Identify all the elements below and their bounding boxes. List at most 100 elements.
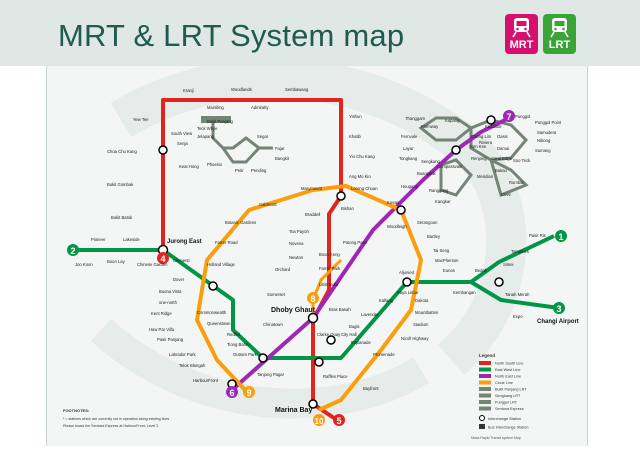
- station-label[interactable]: Bakau: [495, 168, 508, 173]
- station-label[interactable]: South View: [171, 131, 193, 136]
- station-label-jurong-east[interactable]: Jurong East: [167, 239, 202, 245]
- station-label[interactable]: Buona Vista: [159, 289, 182, 294]
- station-label[interactable]: Dakota: [415, 298, 429, 303]
- station-label[interactable]: Tampines: [511, 249, 529, 254]
- station-label[interactable]: Dover: [173, 277, 185, 282]
- station-label[interactable]: Sengkang: [421, 159, 441, 164]
- station-label[interactable]: Clarke Quay: [317, 332, 341, 337]
- station-label[interactable]: Tanah Merah: [505, 292, 530, 297]
- station-label[interactable]: Marymount: [301, 186, 323, 191]
- station-label[interactable]: Kangkar: [435, 199, 451, 204]
- station-label[interactable]: Punggol Point: [535, 120, 562, 125]
- station-label[interactable]: Thanggam: [405, 116, 426, 121]
- interchange-outram-park[interactable]: [258, 353, 268, 363]
- station-label[interactable]: Clementi: [173, 258, 190, 263]
- station-label[interactable]: MacPherson: [435, 258, 459, 263]
- station-label[interactable]: Oasis: [497, 134, 508, 139]
- station-label[interactable]: Joo Koon: [75, 262, 93, 267]
- station-label[interactable]: HarbourFront: [193, 378, 219, 383]
- station-label[interactable]: Redhill: [227, 332, 240, 337]
- station-label[interactable]: Kent Ridge: [151, 311, 172, 316]
- station-label[interactable]: Cove: [501, 192, 511, 197]
- station-label[interactable]: Phoenix: [207, 162, 223, 167]
- station-label[interactable]: Tai Seng: [433, 248, 450, 253]
- interchange-sengkang[interactable]: [451, 145, 461, 155]
- station-label[interactable]: Esplanade: [351, 340, 371, 345]
- station-label[interactable]: Nicoll Highway: [401, 336, 429, 341]
- interchange-choa-chu-kang[interactable]: [158, 145, 168, 155]
- station-label[interactable]: Farrer Road: [215, 240, 238, 245]
- station-label[interactable]: Woodlands: [231, 87, 252, 92]
- station-label[interactable]: Labrador Park: [169, 352, 196, 357]
- station-label[interactable]: Chinese Garden: [137, 262, 168, 267]
- interchange-raffles-place[interactable]: [314, 357, 324, 367]
- station-label[interactable]: Fajar: [275, 146, 285, 151]
- station-label[interactable]: Admiralty: [251, 105, 269, 110]
- station-label[interactable]: Kovan: [387, 200, 400, 205]
- station-label[interactable]: Kadaloor: [485, 124, 502, 129]
- station-label[interactable]: Sumang: [535, 148, 551, 153]
- station-label[interactable]: Eunos: [443, 268, 455, 273]
- station-label[interactable]: Outram Park: [233, 352, 258, 357]
- station-label[interactable]: Yew Tee: [133, 117, 149, 122]
- station-label[interactable]: Yio Chu Kang: [349, 154, 375, 159]
- station-label[interactable]: Keat Hong: [179, 164, 199, 169]
- station-label[interactable]: Botanic Gardens: [225, 220, 256, 225]
- station-label[interactable]: Pasir Panjang: [157, 337, 184, 342]
- station-label[interactable]: Farmway: [421, 124, 439, 129]
- interchange-serangoon[interactable]: [396, 205, 406, 215]
- station-label[interactable]: City Hall: [341, 332, 357, 337]
- station-label[interactable]: Segar: [257, 134, 269, 139]
- station-label[interactable]: Toa Payoh: [289, 229, 309, 234]
- station-label[interactable]: Chinatown: [263, 322, 283, 327]
- station-label[interactable]: Rumbia: [509, 180, 524, 185]
- station-label[interactable]: Tiong Bahru: [227, 342, 250, 347]
- station-label[interactable]: Bugis: [349, 324, 359, 329]
- station-label[interactable]: Holland Village: [207, 262, 236, 267]
- station-label[interactable]: Senja: [177, 141, 188, 146]
- interchange-paya-lebar[interactable]: [402, 277, 412, 287]
- station-label-marina-bay[interactable]: Marina Bay: [275, 407, 312, 414]
- station-label[interactable]: Simei: [503, 262, 514, 267]
- station-label[interactable]: Pioneer: [91, 237, 106, 242]
- station-label[interactable]: Cheng Lim: [471, 134, 492, 139]
- station-label[interactable]: Commonwealth: [197, 310, 227, 315]
- station-label[interactable]: Lorong Chuan: [351, 186, 378, 191]
- station-label[interactable]: Serangoon: [417, 220, 438, 225]
- station-label[interactable]: Marsiling: [207, 105, 224, 110]
- station-label[interactable]: Kembangan: [453, 290, 476, 295]
- station-label[interactable]: Queenstown: [207, 321, 231, 326]
- interchange-punggol[interactable]: [486, 115, 496, 125]
- station-label[interactable]: Ranggung: [429, 188, 449, 193]
- station-label[interactable]: Lakeside: [123, 237, 140, 242]
- station-label[interactable]: Newton: [289, 255, 304, 260]
- station-label[interactable]: Lavender: [361, 312, 379, 317]
- station-label[interactable]: Tongkang: [399, 156, 418, 161]
- station-label[interactable]: Renjong: [471, 156, 487, 161]
- station-label[interactable]: Farrer Park: [319, 266, 341, 271]
- station-label[interactable]: Teck Whye: [197, 126, 218, 131]
- station-label[interactable]: Telok Blangah: [179, 363, 206, 368]
- station-label[interactable]: Pasir Ris: [529, 233, 546, 238]
- station-label[interactable]: Buangkok: [417, 171, 437, 176]
- interchange-bishan[interactable]: [336, 191, 346, 201]
- station-label[interactable]: Somerset: [267, 292, 286, 297]
- station-label[interactable]: Jelapang: [197, 134, 215, 139]
- station-label[interactable]: Hougang: [401, 184, 419, 189]
- station-label[interactable]: Bishan: [341, 206, 354, 211]
- station-label[interactable]: Raffles Place: [323, 374, 348, 379]
- station-label[interactable]: Bukit Panjang: [207, 119, 234, 124]
- station-label[interactable]: Bukit Batok: [111, 215, 133, 220]
- station-label[interactable]: Samudera: [537, 130, 557, 135]
- station-label[interactable]: Punggol: [515, 114, 530, 119]
- interchange-tanah-merah[interactable]: [494, 277, 504, 287]
- station-label[interactable]: Expo: [513, 314, 523, 319]
- station-label[interactable]: Bukit Gombak: [107, 182, 134, 187]
- station-label[interactable]: Kupang: [445, 118, 460, 123]
- station-label[interactable]: Promenade: [373, 352, 395, 357]
- station-label[interactable]: Little India: [319, 282, 339, 287]
- station-label[interactable]: Damai: [497, 146, 509, 151]
- interchange-marina-bay[interactable]: [308, 399, 318, 409]
- interchange-dhoby-ghaut[interactable]: [307, 312, 319, 324]
- station-label[interactable]: Soo Teck: [513, 158, 531, 163]
